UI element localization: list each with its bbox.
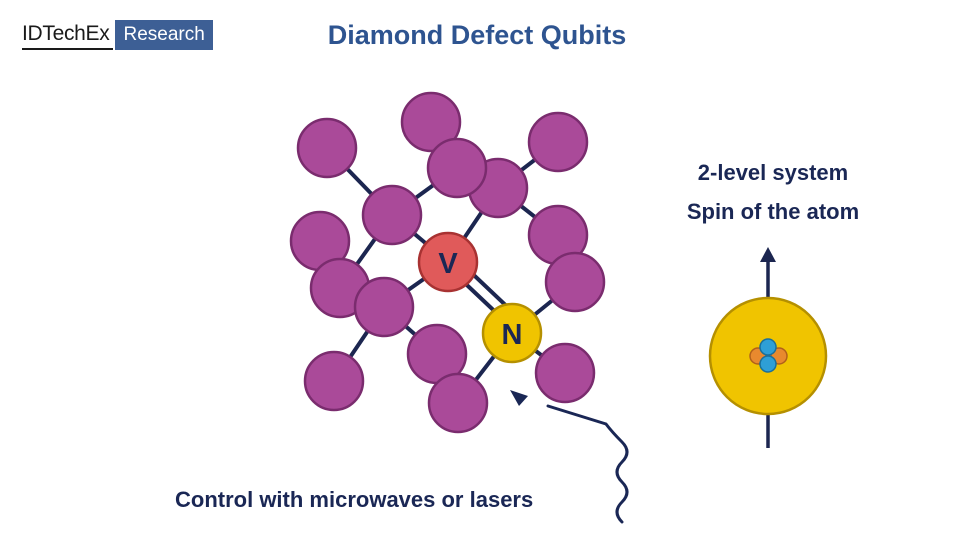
carbon-atom (427, 372, 489, 434)
carbon-atom (303, 350, 365, 412)
nitrogen-atom (481, 302, 543, 364)
wavy-arrow-head (510, 390, 528, 406)
logo-wordmark: IDTechEx (22, 20, 114, 50)
logo-research-tag: Research (115, 20, 213, 50)
carbon-atom (534, 342, 596, 404)
carbon-atom (296, 117, 358, 179)
control-caption: Control with microwaves or lasers (175, 487, 534, 512)
carbon-atom (544, 251, 606, 313)
carbon-atom (426, 137, 488, 199)
carbon-atoms (289, 91, 606, 434)
wavy-arrow (546, 404, 629, 524)
spin-label: Spin of the atom (686, 199, 860, 224)
nucleus-icon (749, 338, 788, 373)
page-title: Diamond Defect Qubits (327, 20, 627, 50)
vacancy-atom (417, 231, 479, 293)
carbon-atom (527, 111, 589, 173)
carbon-atom (361, 184, 423, 246)
vacancy-label: V (438, 248, 458, 280)
carbon-atom (353, 276, 415, 338)
two-level-label: 2-level system (697, 160, 849, 185)
nitrogen-label: N (502, 319, 523, 351)
carbon-atom (400, 91, 462, 153)
idtechex-logo: IDTechEx Research (22, 20, 213, 50)
spin-arrow-head (760, 247, 776, 262)
